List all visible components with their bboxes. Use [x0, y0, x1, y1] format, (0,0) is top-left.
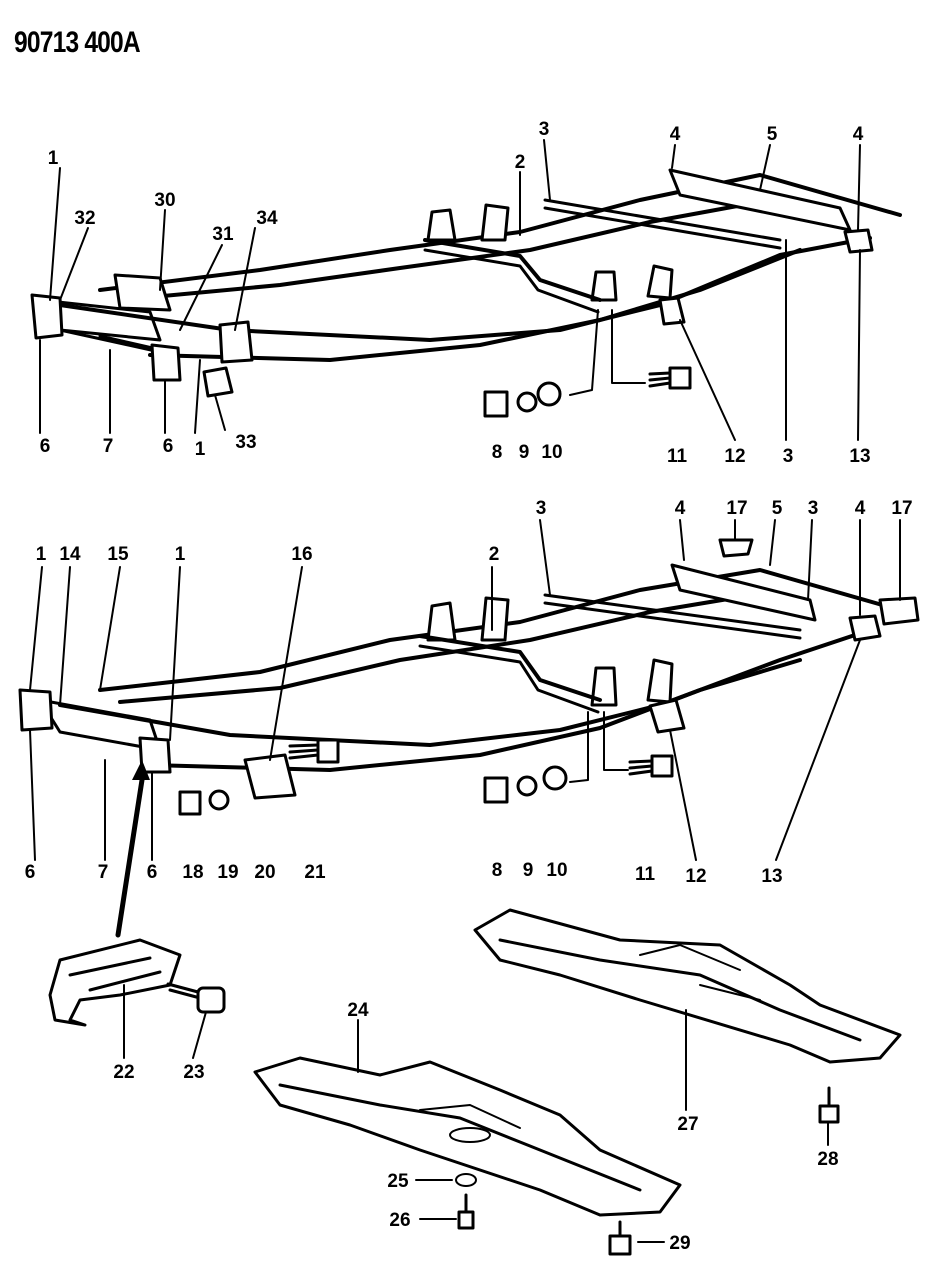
callout-6: 6 — [40, 436, 51, 457]
callout-6: 6 — [147, 862, 158, 883]
callout-2: 2 — [489, 544, 500, 565]
fasteners-bottom — [455, 1086, 840, 1256]
callout-27: 27 — [677, 1114, 698, 1135]
lower-frame-assembly — [18, 538, 920, 816]
callout-1: 1 — [36, 544, 47, 565]
callout-13: 13 — [761, 866, 782, 887]
callout-10: 10 — [541, 442, 562, 463]
callout-11: 11 — [635, 864, 656, 885]
callout-1: 1 — [195, 439, 206, 460]
callout-5: 5 — [772, 498, 783, 519]
callout-14: 14 — [59, 544, 81, 565]
callout-4: 4 — [675, 498, 686, 519]
callout-24: 24 — [347, 1000, 369, 1021]
callout-3: 3 — [783, 446, 794, 467]
callout-28: 28 — [817, 1149, 838, 1170]
callout-25: 25 — [387, 1171, 409, 1192]
callout-22: 22 — [113, 1062, 134, 1083]
callout-8: 8 — [492, 442, 503, 463]
callout-18: 18 — [182, 862, 203, 883]
callout-4: 4 — [855, 498, 866, 519]
callout-21: 21 — [304, 862, 326, 883]
callout-10: 10 — [546, 860, 567, 881]
callout-16: 16 — [291, 544, 312, 565]
callout-32: 32 — [74, 208, 95, 229]
callout-3: 3 — [539, 119, 550, 140]
callout-7: 7 — [98, 862, 109, 883]
callout-23: 23 — [183, 1062, 204, 1083]
callout-3: 3 — [536, 498, 547, 519]
callout-30: 30 — [154, 190, 175, 211]
callout-4: 4 — [670, 124, 681, 145]
callout-3: 3 — [808, 498, 819, 519]
diagram-code: 90713 400A — [14, 26, 141, 59]
callout-labels: 1 32 30 31 34 3 2 4 5 4 6 7 6 1 33 8 9 1… — [25, 119, 913, 1254]
callout-2: 2 — [515, 152, 526, 173]
callout-6: 6 — [163, 436, 174, 457]
callout-17: 17 — [726, 498, 747, 519]
callout-6: 6 — [25, 862, 36, 883]
callout-20: 20 — [254, 862, 275, 883]
callout-31: 31 — [212, 224, 234, 245]
callout-9: 9 — [523, 860, 534, 881]
callout-8: 8 — [492, 860, 503, 881]
callout-1: 1 — [48, 148, 59, 169]
leader-lines — [29, 139, 901, 1243]
callout-34: 34 — [256, 208, 278, 229]
callout-33: 33 — [235, 432, 256, 453]
callout-15: 15 — [107, 544, 129, 565]
callout-13: 13 — [849, 446, 870, 467]
callout-5: 5 — [767, 124, 778, 145]
callout-19: 19 — [217, 862, 238, 883]
skid-plate-27 — [473, 908, 902, 1064]
callout-17: 17 — [891, 498, 912, 519]
skid-plate-24 — [253, 1056, 682, 1217]
callout-7: 7 — [103, 436, 114, 457]
callout-26: 26 — [389, 1210, 410, 1231]
callout-12: 12 — [685, 866, 706, 887]
callout-4: 4 — [853, 124, 864, 145]
callout-9: 9 — [519, 442, 530, 463]
callout-12: 12 — [724, 446, 745, 467]
callout-1: 1 — [175, 544, 186, 565]
callout-29: 29 — [669, 1233, 690, 1254]
callout-11: 11 — [667, 446, 688, 467]
bracket-detail — [48, 760, 226, 1027]
